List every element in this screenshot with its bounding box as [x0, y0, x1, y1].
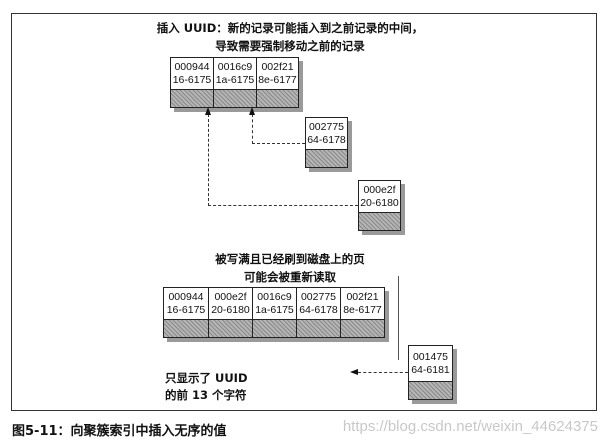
arrow-up-icon	[205, 107, 211, 115]
record-id: 000e2f	[363, 183, 396, 196]
record-id: 002775	[308, 120, 345, 133]
record-shading	[214, 89, 256, 107]
record-shading	[359, 212, 400, 230]
record-id-suffix: 1a-6175	[215, 73, 255, 86]
arrow-up-icon	[249, 107, 255, 115]
record-shading	[209, 319, 252, 337]
bottom-title-line2: 可能会被重新读取	[244, 270, 336, 284]
record-id-suffix: 20-6180	[211, 303, 250, 316]
arrow-line	[252, 143, 305, 144]
arrow-line	[208, 205, 358, 206]
note-line2: 的前 13 个字符	[165, 388, 247, 402]
record-shading	[253, 319, 296, 337]
record-id-suffix: 16-6175	[166, 303, 206, 316]
record-shading	[409, 381, 452, 399]
bottom-title-line1: 被写满且已经刷到磁盘上的页	[215, 252, 365, 266]
record-id: 000944	[174, 60, 210, 73]
record-id-suffix: 64-6178	[307, 133, 346, 146]
record-id: 001475	[412, 350, 449, 363]
record-id-suffix: 8e-6177	[343, 303, 382, 316]
arrow-line	[252, 114, 253, 144]
note-line1: 只显示了 UUID	[165, 371, 248, 385]
record-id-suffix: 8e-6177	[258, 73, 297, 86]
page-divider	[398, 276, 399, 360]
record-shading	[257, 89, 298, 107]
record-id: 000e2f	[214, 290, 247, 303]
figure-frame	[11, 13, 597, 411]
record-id-suffix: 20-6180	[360, 196, 399, 209]
record-shading	[164, 319, 208, 337]
top-title-line2: 导致需要强制移动之前的记录	[215, 39, 365, 53]
arrow-left-icon	[350, 369, 358, 375]
record-id-suffix: 64-6181	[411, 363, 450, 376]
record-id: 000944	[168, 290, 204, 303]
arrow-line	[208, 114, 209, 206]
record-id-suffix: 16-6175	[172, 73, 212, 86]
record-shading	[297, 319, 340, 337]
record-id-suffix: 1a-6175	[255, 303, 294, 316]
watermark: https://blog.csdn.net/weixin_44624375	[342, 418, 598, 435]
record-id: 002775	[300, 290, 337, 303]
record-shading	[306, 149, 347, 167]
record-id: 0016c9	[217, 60, 253, 73]
record-shading	[341, 319, 384, 337]
record-id-suffix: 64-6178	[299, 303, 338, 316]
figure-caption: 图5-11：向聚簇索引中插入无序的值	[12, 424, 227, 439]
record-id: 002f21	[261, 60, 294, 73]
record-id: 0016c9	[257, 290, 292, 303]
record-shading	[171, 89, 213, 107]
record-id: 002f21	[346, 290, 379, 303]
arrow-line	[358, 372, 408, 373]
top-title-line1: 插入 UUID：新的记录可能插入到之前记录的中间，	[156, 21, 424, 35]
